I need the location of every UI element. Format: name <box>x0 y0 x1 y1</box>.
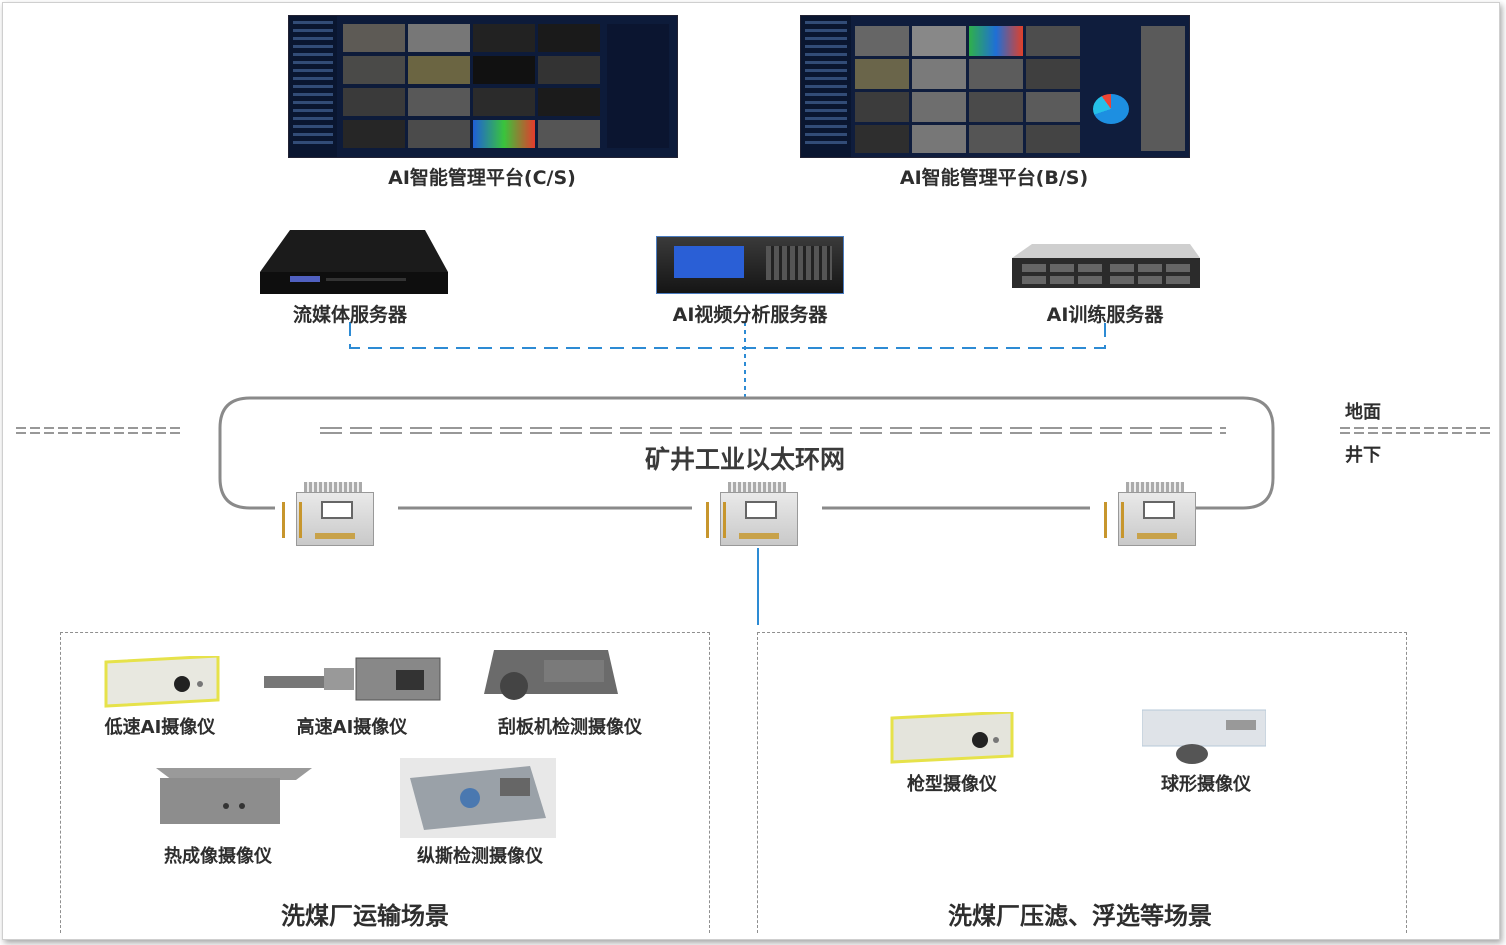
high-speed-ai-camera-label: 高速AI摄像仪 <box>296 717 408 738</box>
low-speed-ai-camera-label: 低速AI摄像仪 <box>104 717 216 738</box>
streaming-server-label: 流媒体服务器 <box>292 304 407 326</box>
ring-switch-center <box>706 482 806 548</box>
dome-camera-image <box>1141 708 1267 766</box>
bullet-camera-label: 枪型摄像仪 <box>907 774 997 795</box>
underground-label: 井下 <box>1345 445 1381 466</box>
ring-switch-right <box>1104 482 1204 548</box>
cs-platform-screenshot <box>288 15 678 158</box>
transport-scene-box <box>60 632 710 933</box>
bs-platform-screenshot <box>800 15 1190 158</box>
longitudinal-tear-camera-label: 纵撕检测摄像仪 <box>417 846 543 867</box>
thermal-imaging-camera-label: 热成像摄像仪 <box>164 846 272 867</box>
ethernet-ring <box>218 396 1275 510</box>
scraper-detection-camera-image <box>484 646 618 704</box>
training-server-label: AI训练服务器 <box>1046 304 1164 326</box>
filter-scene-box <box>757 632 1407 933</box>
high-speed-ai-camera-image <box>264 656 442 706</box>
low-speed-ai-camera-image <box>100 654 224 708</box>
above-ground-label: 地面 <box>1345 402 1381 423</box>
filter-scene-title: 洗煤厂压滤、浮选等场景 <box>948 902 1212 930</box>
scraper-detection-camera-label: 刮板机检测摄像仪 <box>498 717 642 738</box>
longitudinal-tear-camera-image <box>400 758 556 838</box>
bs-platform-label: AI智能管理平台(B/S) <box>899 167 1089 189</box>
dome-camera-label: 球形摄像仪 <box>1161 774 1251 795</box>
thermal-imaging-camera-image <box>156 764 312 826</box>
transport-scene-title: 洗煤厂运输场景 <box>281 902 449 930</box>
ring-network-label: 矿井工业以太环网 <box>644 445 845 474</box>
bullet-camera-image <box>888 710 1016 764</box>
analysis-server-label: AI视频分析服务器 <box>672 304 828 326</box>
ring-switch-left <box>282 482 382 548</box>
streaming-server-image <box>260 230 448 296</box>
server-bus-line <box>349 322 1106 349</box>
cs-platform-label: AI智能管理平台(C/S) <box>388 167 576 189</box>
analysis-server-image <box>656 236 844 294</box>
training-server-image <box>1012 244 1200 290</box>
